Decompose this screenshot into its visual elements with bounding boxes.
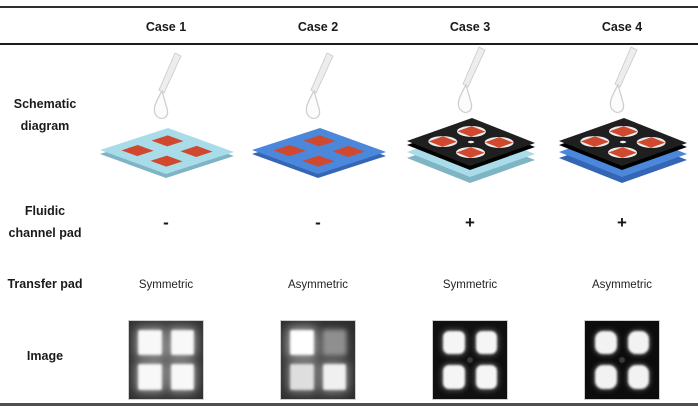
bright-spot: [443, 365, 465, 389]
header-case-3: Case 3: [449, 19, 491, 34]
bright-spot: [290, 329, 314, 355]
schematic-case-3: [406, 46, 535, 184]
bright-spot: [595, 330, 617, 354]
bright-spot: [170, 329, 194, 355]
image-cell-case-2: [242, 311, 394, 403]
bright-spot: [475, 330, 497, 354]
transfer-value-case-3: Symmetric: [442, 279, 498, 291]
bright-spot: [138, 329, 162, 355]
image-cell-case-1: [90, 311, 242, 403]
schematic-case-4: [558, 46, 687, 184]
bright-spot: [138, 364, 162, 390]
red-spot: [180, 145, 213, 157]
bright-spot: [170, 364, 194, 390]
corner-cell: [0, 8, 90, 45]
red-spot: [457, 126, 486, 137]
red-spot: [609, 126, 638, 137]
red-spot: [151, 135, 184, 147]
red-spot: [637, 137, 666, 148]
fluidic-value-case-1: -: [163, 213, 169, 232]
bright-spot: [322, 329, 346, 355]
center-hole: [467, 140, 475, 144]
bright-spot: [443, 330, 465, 354]
bright-spot: [627, 365, 649, 389]
schematic-case-2: [251, 52, 387, 179]
row-label-image: Image: [26, 349, 64, 364]
image-cell-case-4: [546, 311, 698, 403]
red-spot: [608, 147, 637, 158]
row-label-schematic: Schematic diagram: [0, 45, 90, 187]
red-spot: [303, 135, 336, 147]
fluidic-value-case-3: +: [465, 213, 475, 232]
bright-spot: [627, 330, 649, 354]
schematic-cell-case-3: [394, 45, 546, 187]
transfer-pad-shape: [99, 128, 235, 179]
image-cell-case-3: [394, 311, 546, 403]
row-label-fluidic: Fluidic channel pad: [0, 187, 90, 259]
bright-spot: [595, 365, 617, 389]
transfer-pad-shape: [558, 118, 687, 171]
pipette-dropper-icon: [305, 52, 334, 119]
transfer-value-case-2: Asymmetric: [287, 279, 349, 291]
bright-spot: [290, 364, 314, 390]
row-label-fluidic-line2: channel pad: [8, 226, 82, 240]
row-label-schematic-line2: diagram: [20, 119, 70, 133]
header-rule: [0, 43, 698, 45]
header-case-4: Case 4: [601, 19, 643, 34]
schematic-cell-case-4: [546, 45, 698, 187]
microscopy-image-case-4: [584, 319, 660, 400]
bright-spot: [475, 365, 497, 389]
header-case-2: Case 2: [297, 19, 339, 34]
figure-table: Case 1 Case 2 Case 3 Case 4 Schematic di…: [0, 8, 698, 403]
header-case-1: Case 1: [145, 19, 187, 34]
pipette-dropper-icon: [153, 52, 182, 119]
center-dot: [619, 356, 625, 363]
fluidic-value-case-2: -: [315, 213, 321, 232]
red-spot: [485, 137, 514, 148]
microscopy-image-case-1: [128, 319, 204, 400]
top-rule: [0, 6, 698, 8]
schematic-cell-case-2: [242, 45, 394, 187]
transfer-pad-shape: [406, 118, 535, 171]
red-spot: [150, 155, 183, 167]
pipette-dropper-icon: [609, 46, 638, 113]
transfer-value-case-4: Asymmetric: [591, 279, 653, 291]
red-spot: [428, 136, 457, 147]
red-spot: [332, 145, 365, 157]
pipette-dropper-icon: [457, 46, 486, 113]
microscopy-image-case-3: [432, 319, 508, 400]
red-spot: [580, 136, 609, 147]
schematic-cell-case-1: [90, 45, 242, 187]
red-spot: [302, 155, 335, 167]
row-label-schematic-line1: Schematic: [13, 97, 77, 112]
row-label-fluidic-line1: Fluidic: [24, 204, 66, 219]
red-spot: [121, 145, 154, 157]
bright-spot: [322, 364, 346, 390]
center-hole: [619, 140, 627, 144]
fluidic-value-case-4: +: [617, 213, 627, 232]
bottom-rule: [0, 403, 698, 406]
red-spot: [456, 147, 485, 158]
transfer-value-case-1: Symmetric: [138, 279, 194, 291]
center-dot: [467, 356, 473, 363]
schematic-case-1: [99, 52, 235, 179]
microscopy-image-case-2: [280, 319, 356, 400]
transfer-pad-shape: [251, 128, 387, 179]
red-spot: [273, 145, 306, 157]
row-label-transfer: Transfer pad: [7, 277, 83, 292]
